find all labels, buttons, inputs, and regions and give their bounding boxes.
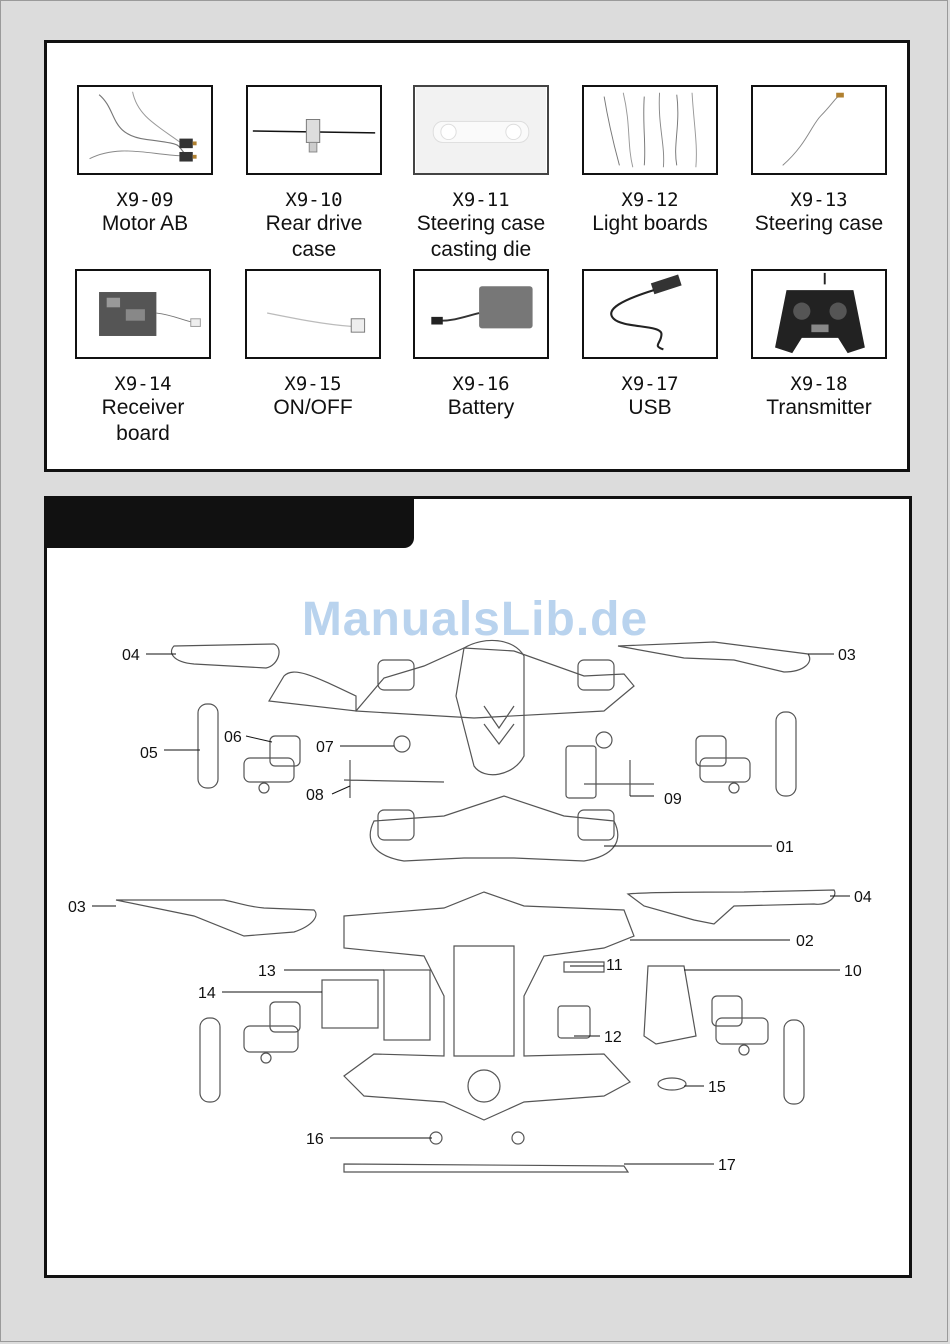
wheel-right-top bbox=[776, 712, 796, 796]
part-x9-14: X9-14 Receiver board bbox=[73, 269, 213, 447]
steering-box bbox=[566, 746, 596, 798]
part-07-right bbox=[596, 732, 612, 748]
callout-03-bottom: 03 bbox=[68, 899, 86, 916]
part-x9-16: X9-16 Battery bbox=[411, 269, 551, 421]
callout-07: 07 bbox=[316, 739, 334, 756]
casting-die-icon bbox=[413, 85, 549, 175]
callout-16: 16 bbox=[306, 1131, 324, 1148]
motor-assembly-left-bottom bbox=[244, 1002, 300, 1063]
part-code: X9-14 bbox=[73, 373, 213, 395]
part-code: X9-17 bbox=[580, 373, 720, 395]
drive-shaft-icon bbox=[246, 85, 382, 175]
callout-14: 14 bbox=[198, 985, 216, 1002]
part-name: ON/OFF bbox=[243, 395, 383, 421]
part-name: Motor AB bbox=[75, 211, 215, 237]
switch-cable-icon bbox=[245, 269, 381, 359]
callout-15: 15 bbox=[708, 1079, 726, 1096]
part-17-bumper bbox=[344, 1164, 628, 1172]
part-08 bbox=[344, 760, 444, 798]
part-x9-10: X9-10 Rear drive case bbox=[244, 85, 384, 263]
part-code: X9-16 bbox=[411, 373, 551, 395]
part-name: Light boards bbox=[580, 211, 720, 237]
callout-11: 11 bbox=[606, 957, 623, 974]
part-15 bbox=[658, 1078, 686, 1090]
part-name: Steering case bbox=[411, 211, 551, 237]
part-name: Receiver bbox=[73, 395, 213, 421]
part-x9-17: X9-17 USB bbox=[580, 269, 720, 421]
part-name: Rear drive case bbox=[244, 211, 384, 263]
part-name: Steering case bbox=[749, 211, 889, 237]
wheel-05 bbox=[198, 704, 218, 788]
callout-05: 05 bbox=[140, 745, 158, 762]
part-11 bbox=[564, 962, 604, 972]
callout-13: 13 bbox=[258, 963, 276, 980]
usb-cable-icon bbox=[582, 269, 718, 359]
receiver-board-icon bbox=[75, 269, 211, 359]
callout-08: 08 bbox=[306, 787, 324, 804]
part-code: X9-13 bbox=[749, 189, 889, 211]
part-code: X9-09 bbox=[75, 189, 215, 211]
part-16-right bbox=[512, 1132, 524, 1144]
callout-17: 17 bbox=[718, 1157, 736, 1174]
part-12 bbox=[558, 1006, 590, 1038]
callout-06: 06 bbox=[224, 729, 242, 746]
part-x9-09: X9-09 Motor AB bbox=[75, 85, 215, 237]
part-name: Battery bbox=[411, 395, 551, 421]
part-07 bbox=[394, 736, 410, 752]
chassis-part bbox=[344, 892, 634, 1120]
part-name: USB bbox=[580, 395, 720, 421]
motor-assembly-right-bottom bbox=[712, 996, 768, 1055]
part-13 bbox=[384, 970, 430, 1040]
transmitter-icon bbox=[751, 269, 887, 359]
callout-04-bottom: 04 bbox=[854, 889, 872, 906]
callout-02: 02 bbox=[796, 933, 814, 950]
battery-icon bbox=[413, 269, 549, 359]
watermark: ManualsLib.de bbox=[0, 592, 950, 647]
callout-12: 12 bbox=[604, 1029, 622, 1046]
light-wires-icon bbox=[582, 85, 718, 175]
callout-03-top: 03 bbox=[838, 647, 856, 664]
part-name-line-2: board bbox=[73, 421, 213, 447]
propeller-04-top bbox=[171, 644, 279, 668]
motor-assembly-06 bbox=[244, 736, 300, 793]
part-code: X9-18 bbox=[749, 373, 889, 395]
spare-parts-panel: X9-09 Motor AB X9-10 Rear drive case X9-… bbox=[44, 40, 910, 472]
part-14-receiver bbox=[322, 980, 378, 1028]
callout-10: 10 bbox=[844, 963, 862, 980]
part-x9-15: X9-15 ON/OFF bbox=[243, 269, 383, 421]
part-x9-12: X9-12 Light boards bbox=[580, 85, 720, 237]
motor-assembly-right-top bbox=[696, 736, 750, 793]
part-x9-13: X9-13 Steering case bbox=[749, 85, 889, 237]
callout-09: 09 bbox=[664, 791, 682, 808]
propeller-04-bottom bbox=[628, 890, 835, 924]
part-code: X9-10 bbox=[244, 189, 384, 211]
callout-04-top: 04 bbox=[122, 647, 140, 664]
propeller-03-bottom bbox=[116, 900, 316, 936]
part-code: X9-12 bbox=[580, 189, 720, 211]
motor-wires-icon bbox=[77, 85, 213, 175]
part-09 bbox=[584, 760, 654, 796]
part-x9-18: X9-18 Transmitter bbox=[749, 269, 889, 421]
wheel-right-bottom bbox=[784, 1020, 804, 1104]
callout-01: 01 bbox=[776, 839, 794, 856]
part-name-line-2: casting die bbox=[411, 237, 551, 263]
part-name: Transmitter bbox=[749, 395, 889, 421]
part-code: X9-15 bbox=[243, 373, 383, 395]
part-10-battery-box bbox=[644, 966, 696, 1044]
part-code: X9-11 bbox=[411, 189, 551, 211]
thin-wire-icon bbox=[751, 85, 887, 175]
part-x9-11: X9-11 Steering case casting die bbox=[411, 85, 551, 263]
wheel-left-bottom bbox=[200, 1018, 220, 1102]
